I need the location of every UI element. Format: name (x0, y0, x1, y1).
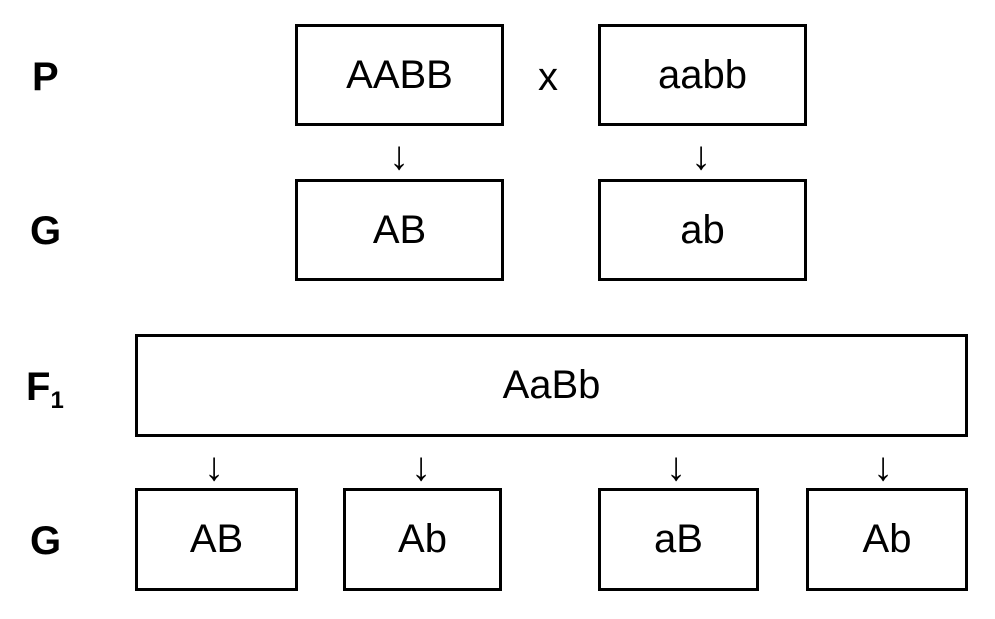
arrow-down-icon: ↓ (204, 445, 224, 489)
row-label-g2: G (30, 519, 62, 563)
f1-gamete-box: AB (135, 488, 298, 591)
row-label-f1: F1 (26, 365, 64, 413)
gamete-box-right: ab (598, 179, 807, 281)
f1-gamete-box: Ab (343, 488, 502, 591)
gamete-box-left: AB (295, 179, 504, 281)
arrow-down-icon: ↓ (666, 445, 686, 489)
arrow-down-icon: ↓ (411, 445, 431, 489)
f1-gamete-box: aB (598, 488, 759, 591)
f1-gamete-box: Ab (806, 488, 968, 591)
row-label-g1: G (30, 209, 62, 253)
gamete-left: AB (372, 207, 427, 252)
cross-symbol: x (538, 55, 558, 99)
row-label-f1-subscript: 1 (50, 387, 64, 414)
parent-box-right: aabb (598, 24, 807, 126)
row-label-f1-letter: F (26, 365, 51, 409)
gamete-right: ab (680, 207, 725, 252)
arrow-down-icon: ↓ (691, 134, 711, 178)
parent-genotype-right: aabb (658, 52, 747, 97)
f1-gamete: Ab (862, 517, 912, 561)
parent-genotype-left: AABB (346, 52, 453, 97)
arrow-down-icon: ↓ (873, 445, 893, 489)
f1-gamete: AB (189, 517, 244, 561)
arrow-down-icon: ↓ (389, 134, 409, 178)
f1-box: AaBb (135, 334, 968, 437)
row-label-p: P (32, 55, 59, 99)
parent-box-left: AABB (295, 24, 504, 126)
f1-genotype: AaBb (502, 363, 601, 407)
f1-gamete: aB (654, 517, 703, 561)
f1-gamete: Ab (398, 517, 447, 561)
